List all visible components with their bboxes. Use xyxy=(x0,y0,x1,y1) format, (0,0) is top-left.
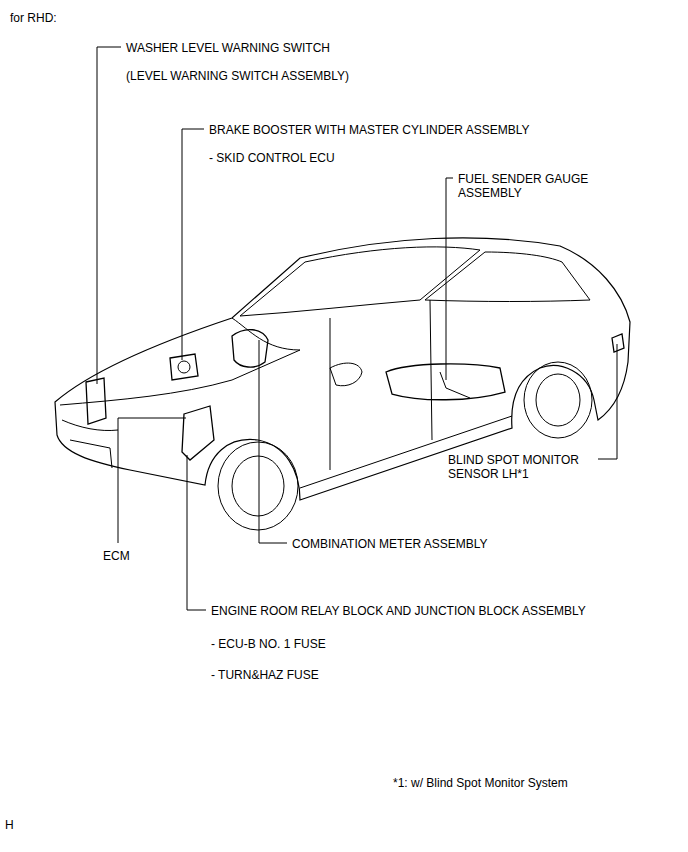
part-label: ECM xyxy=(103,549,130,563)
page-title: for RHD: xyxy=(10,11,57,25)
part-label: BRAKE BOOSTER WITH MASTER CYLINDER ASSEM… xyxy=(209,123,530,137)
part-label: COMBINATION METER ASSEMBLY xyxy=(292,537,488,551)
part-label: BLIND SPOT MONITOR SENSOR LH*1 xyxy=(448,453,588,481)
part-label: FUEL SENDER GAUGE ASSEMBLY xyxy=(458,172,598,200)
leader-lines xyxy=(97,47,617,610)
watermark: H xyxy=(5,818,14,832)
sub-part-label: - SKID CONTROL ECU xyxy=(209,151,335,165)
part-label: (LEVEL WARNING SWITCH ASSEMBLY) xyxy=(126,69,349,83)
part-label: WASHER LEVEL WARNING SWITCH xyxy=(126,41,330,55)
sub-part-label: - TURN&HAZ FUSE xyxy=(211,668,319,682)
sub-part-label: - ECU-B NO. 1 FUSE xyxy=(211,637,326,651)
footnote: *1: w/ Blind Spot Monitor System xyxy=(393,776,568,790)
part-label: ENGINE ROOM RELAY BLOCK AND JUNCTION BLO… xyxy=(211,604,586,618)
